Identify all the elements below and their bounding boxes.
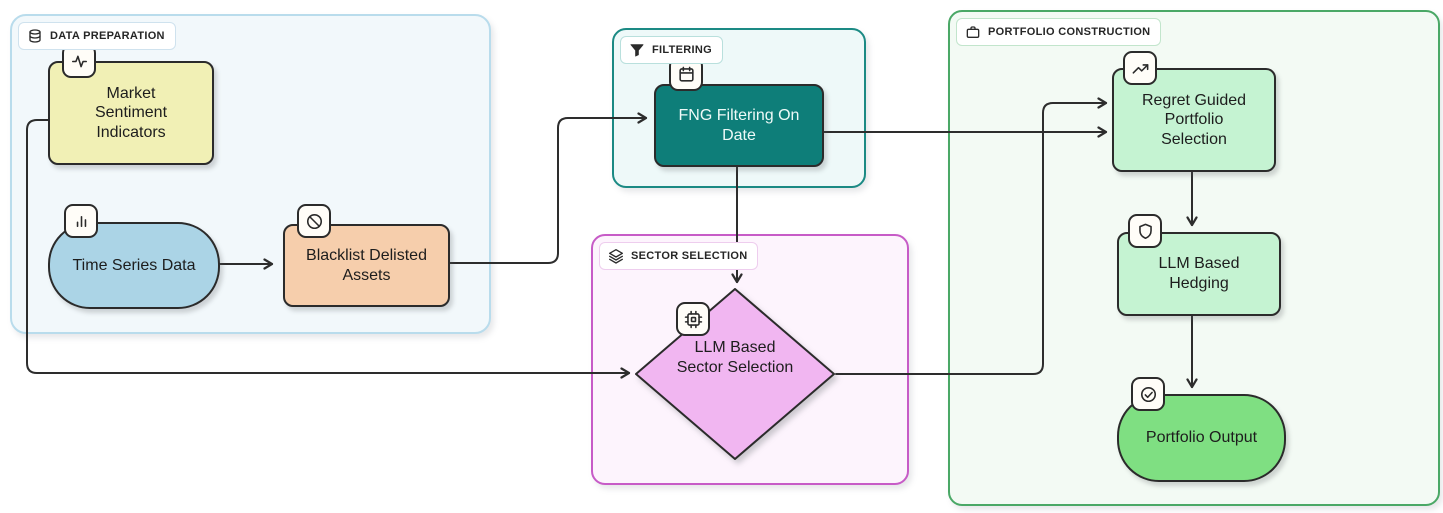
node-label: FNG Filtering On Date bbox=[678, 106, 800, 144]
group-label-filtering: FILTERING bbox=[620, 36, 723, 64]
node-label: Portfolio Output bbox=[1145, 429, 1258, 447]
group-label-data-preparation: DATA PREPARATION bbox=[18, 22, 176, 50]
layers-icon bbox=[608, 248, 624, 264]
node-label: Regret Guided Portfolio Selection bbox=[1141, 91, 1247, 148]
bar-chart-icon bbox=[64, 204, 98, 238]
node-label: LLM Based Sector Selection bbox=[676, 339, 794, 376]
cpu-icon bbox=[676, 302, 710, 336]
group-label-sector-selection: SECTOR SELECTION bbox=[599, 242, 759, 270]
group-label-text: DATA PREPARATION bbox=[50, 30, 165, 42]
edge-marketsentiment-to-sectorllm bbox=[26, 119, 631, 379]
edge-blacklist-to-fng bbox=[446, 112, 648, 264]
group-label-text: FILTERING bbox=[652, 44, 712, 56]
node-label: Market Sentiment Indicators bbox=[94, 84, 168, 141]
funnel-icon bbox=[629, 42, 645, 58]
node-label: Blacklist Delisted Assets bbox=[306, 246, 427, 284]
check-circle-icon bbox=[1131, 377, 1165, 411]
edge-sectorllm-to-regret bbox=[835, 97, 1108, 375]
database-icon bbox=[27, 28, 43, 44]
group-label-portfolio-construction: PORTFOLIO CONSTRUCTION bbox=[956, 18, 1162, 46]
group-label-text: SECTOR SELECTION bbox=[631, 250, 748, 262]
briefcase-icon bbox=[965, 24, 981, 40]
node-market-sentiment-indicators: Market Sentiment Indicators bbox=[48, 61, 214, 165]
node-label: LLM Based Hedging bbox=[1158, 255, 1240, 292]
shield-icon bbox=[1128, 214, 1162, 248]
trending-up-icon bbox=[1123, 51, 1157, 85]
ban-icon bbox=[297, 204, 331, 238]
node-regret-guided-portfolio-selection: Regret Guided Portfolio Selection bbox=[1112, 68, 1276, 172]
group-label-text: PORTFOLIO CONSTRUCTION bbox=[988, 26, 1151, 38]
node-fng-filtering-on-date: FNG Filtering On Date bbox=[654, 84, 824, 167]
node-label: Time Series Data bbox=[72, 256, 196, 274]
